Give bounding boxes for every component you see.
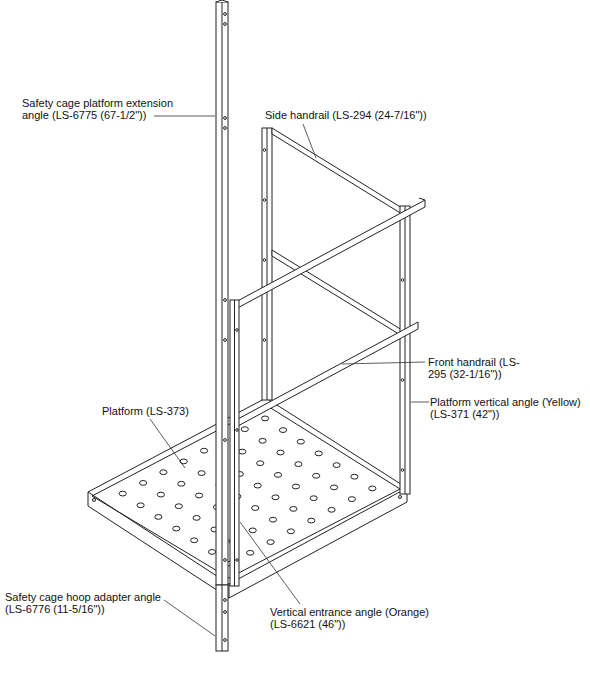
part-label: Vertical entrance angle (Orange) (LS-662… — [270, 606, 438, 630]
platform-hole — [277, 450, 284, 455]
part-label: Safety cage hoop adapter angle (LS-6776 … — [5, 591, 165, 615]
back-post — [262, 128, 272, 400]
platform-hole — [369, 486, 376, 491]
platform-hole — [308, 518, 315, 523]
platform-hole — [290, 507, 297, 512]
platform-hole — [259, 438, 266, 443]
platform-hole — [157, 492, 164, 497]
platform-hole — [252, 506, 259, 511]
platform-holes — [119, 416, 376, 566]
platform-hole — [274, 473, 281, 478]
platform-hole — [310, 496, 317, 501]
front-handrail — [236, 322, 418, 427]
platform-hole — [196, 493, 203, 498]
platform-hole — [331, 485, 338, 490]
platform-hole — [198, 471, 205, 476]
platform-hole — [241, 427, 248, 432]
platform-hole — [191, 538, 198, 543]
part-label: Safety cage platform extension angle (LS… — [22, 97, 182, 121]
platform-hole — [272, 495, 279, 500]
part-label: Platform vertical angle (Yellow) (LS-371… — [430, 396, 586, 420]
platform-hole — [155, 515, 162, 520]
platform-hole — [333, 463, 340, 468]
platform-hole — [267, 540, 274, 545]
platform-hole — [279, 428, 286, 433]
platform-hole — [175, 504, 182, 509]
platform-hole — [313, 473, 320, 478]
platform-vertical-angle — [400, 206, 410, 494]
platform-hole — [208, 550, 215, 555]
platform-hole — [295, 462, 302, 467]
platform-hole — [269, 517, 276, 522]
platform-hole — [287, 529, 294, 534]
platform-hole — [239, 449, 246, 454]
platform-hole — [119, 491, 126, 496]
platform-tray — [88, 398, 407, 598]
part-label: Platform (LS-373) — [102, 405, 189, 417]
platform-hole — [254, 483, 261, 488]
platform-hole — [297, 439, 304, 444]
platform-hole — [249, 528, 256, 533]
platform-hole — [201, 448, 208, 453]
platform-hole — [137, 503, 144, 508]
platform-hole — [348, 497, 355, 502]
platform-hole — [193, 516, 200, 521]
part-label: Side handrail (LS-294 (24-7/16")) — [265, 109, 427, 121]
platform-hole — [351, 474, 358, 479]
platform-hole — [257, 461, 264, 466]
part-label: Front handrail (LS-295 (32-1/16")) — [428, 356, 536, 380]
platform-hole — [178, 481, 185, 486]
extension-angle — [216, 0, 228, 585]
platform-hole — [160, 470, 167, 475]
platform-hole — [140, 481, 147, 486]
vertical-entrance-angle — [230, 300, 239, 586]
platform-hole — [247, 550, 254, 555]
platform-hole — [173, 526, 180, 531]
leader-lines — [150, 116, 429, 636]
platform-hole — [292, 484, 299, 489]
platform-hole — [328, 507, 335, 512]
hoop-adapter-angle — [216, 585, 228, 651]
side-handrail — [232, 198, 425, 311]
platform-hole — [262, 416, 269, 421]
platform-hole — [315, 451, 322, 456]
back-rails — [272, 128, 402, 336]
